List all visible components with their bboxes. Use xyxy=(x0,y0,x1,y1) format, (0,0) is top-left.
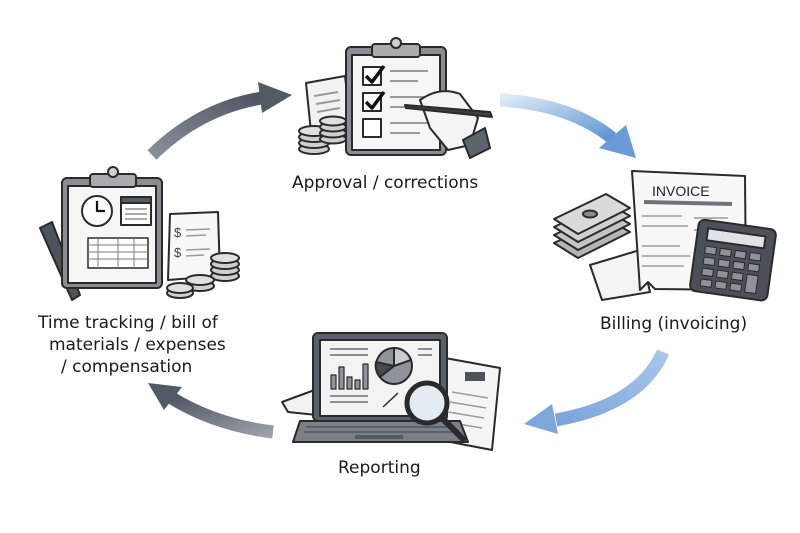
dollar-sign-2: $ xyxy=(174,245,182,260)
tracking-label-line-1: Time tracking / bill of xyxy=(38,313,218,333)
arrow-approval-to-billing xyxy=(499,93,636,158)
arrow-billing-to-reporting xyxy=(524,349,669,434)
step-label-approval: Approval / corrections xyxy=(292,173,479,193)
tracking-label-line-3: / compensation xyxy=(61,357,193,377)
invoice-heading-text: INVOICE xyxy=(652,183,710,199)
step-label-tracking: Time tracking / bill of materials / expe… xyxy=(38,312,258,378)
clipboard-checklist-icon xyxy=(298,37,493,159)
arrow-tracking-to-approval xyxy=(147,82,292,160)
step-label-billing: Billing (invoicing) xyxy=(600,314,748,334)
laptop-report-icon xyxy=(281,332,501,451)
invoice-calculator-icon xyxy=(553,170,777,302)
step-label-reporting: Reporting xyxy=(338,458,421,478)
tracking-label-line-2: materials / expenses xyxy=(49,335,226,355)
dollar-sign-1: $ xyxy=(174,225,182,240)
clipboard-timesheet-icon xyxy=(39,166,240,301)
arrow-reporting-to-tracking xyxy=(148,383,274,439)
